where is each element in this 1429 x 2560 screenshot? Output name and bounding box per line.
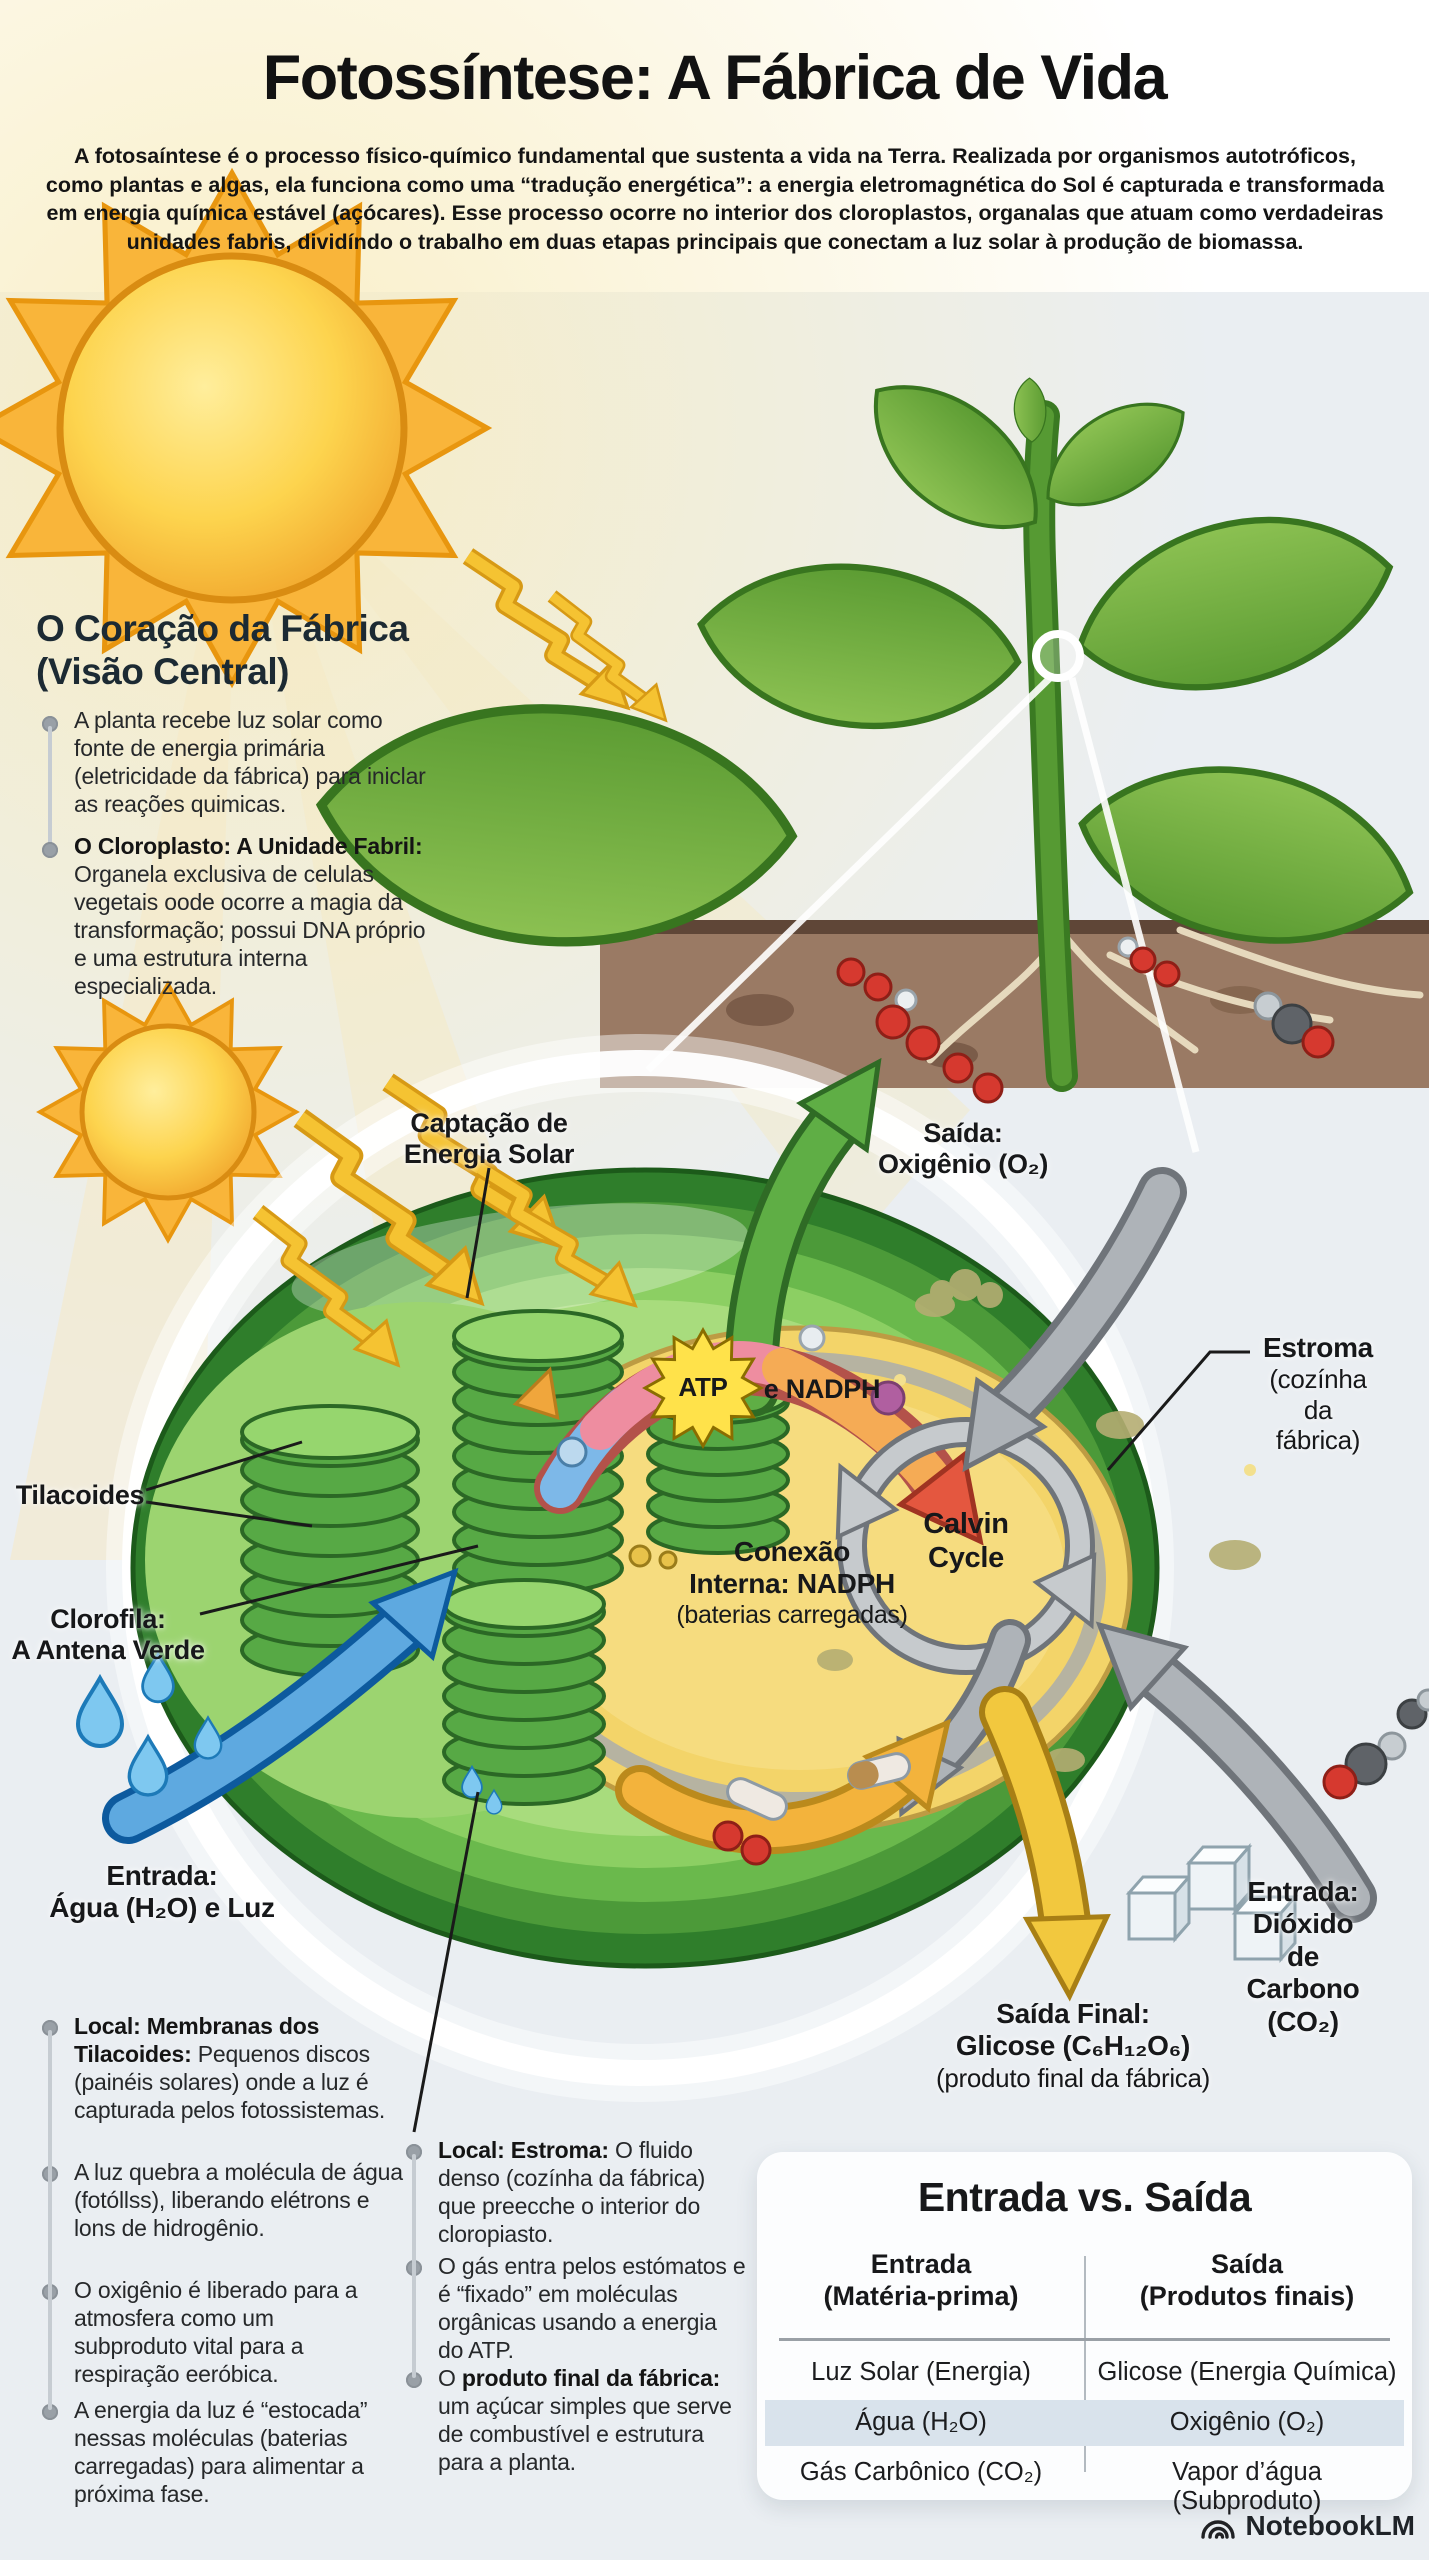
input-output-table: Entrada vs. Saída Entrada(Matéria-prima)…	[757, 2152, 1412, 2515]
table-cell: Luz Solar (Energia)	[811, 2358, 1031, 2386]
left-list-item-2: A luz quebra a molécula de água (fotólls…	[74, 2159, 403, 2242]
lightning-bolts-icon	[252, 548, 680, 1420]
left-list-item-1: Local: Membranas dos Tilacoides: Pequeno…	[74, 2013, 386, 2124]
notebooklm-logo-icon	[1201, 2520, 1236, 2539]
label-chlorophyll: Clorofila:A Antena Verde	[11, 1604, 205, 1666]
label-stroma: Estroma(cozínha da fábrica)	[1263, 1332, 1373, 1455]
molecule-details	[556, 1436, 911, 1866]
bullet-dot	[42, 2404, 58, 2420]
left-list-item-4: A energia da luz é “estocada” nessas mol…	[74, 2397, 368, 2508]
bullet-dot	[42, 2020, 58, 2036]
co2-molecules-icon	[1253, 991, 1429, 1800]
sun-large-icon	[0, 173, 487, 683]
label-oxygen-output: Saída:Oxigênio (O₂)	[877, 1118, 1049, 1180]
water-input-arrow	[102, 1545, 485, 1844]
table-divider	[1084, 2256, 1086, 2472]
bullet-dot	[406, 2144, 422, 2160]
table-highlight-row	[765, 2400, 1404, 2446]
table-title: Entrada vs. Saída	[917, 2174, 1252, 2220]
middle-list-item-3: O produto final da fábrica: um açúcar si…	[438, 2365, 732, 2476]
left-list-item-3: O oxigênio é liberado para a atmosfera c…	[74, 2277, 358, 2388]
page-title: Fotossíntese: A Fábrica de Vida	[262, 43, 1168, 113]
label-glucose-output: Saída Final:Glicose (C₆H₁₂O₆) (produto f…	[935, 1998, 1211, 2093]
bullet-connector	[48, 726, 52, 848]
stroma-specks	[817, 1269, 1261, 1772]
table-cell: Água (H₂O)	[855, 2408, 987, 2436]
bullet-connector	[48, 2030, 52, 2410]
heart-bullet-1: A planta recebe luz solar como fonte de …	[74, 707, 426, 818]
sun-small-icon	[40, 984, 296, 1240]
heart-section-heading: O Coração da Fábrica (Visão Central)	[36, 608, 409, 692]
oxygen-molecules-icon	[836, 936, 1181, 1104]
plant-illustration	[310, 352, 1429, 1092]
table-cell: Oxigênio (O₂)	[1169, 2408, 1325, 2436]
middle-list-item-2: O gás entra pelos estómatos e é “fixado”…	[438, 2253, 746, 2364]
gray-flow-arrows	[871, 1167, 1377, 1923]
notebooklm-wordmark: NotebookLM	[1245, 2510, 1415, 2541]
label-e-nadph: e NADPH	[763, 1374, 881, 1404]
intro-paragraph: A fotosaíntese é o processo físico-quími…	[45, 144, 1385, 254]
calvin-cycle-arrows	[811, 1417, 1120, 1675]
bullet-dot	[42, 716, 58, 732]
heart-bullet-2: O Cloroplasto: A Unidade Fabril: Organel…	[74, 833, 426, 1000]
table-col-header-output: Saída(Produtos finais)	[1139, 2249, 1355, 2312]
yellow-energy-arrows	[615, 1686, 1110, 1997]
label-water-input: Entrada:Água (H₂O) e Luz	[49, 1860, 275, 1924]
table-col-header-input: Entrada(Matéria-prima)	[823, 2249, 1019, 2312]
table-cell: Gás Carbônico (CO₂)	[799, 2458, 1043, 2486]
bullet-dot	[406, 2372, 422, 2388]
label-thylakoids: Tilacoides	[15, 1480, 145, 1510]
bullet-connector	[412, 2154, 416, 2378]
label-atp: ATP	[678, 1372, 728, 1402]
table-cell: Glicose (Energia Química)	[1097, 2358, 1397, 2386]
table-header-rule	[779, 2338, 1390, 2341]
middle-list-item-1: Local: Estroma: O fluido denso (cozínha …	[438, 2137, 706, 2248]
leader-lines	[145, 1167, 1250, 2133]
glucose-cubes-icon	[1125, 1843, 1299, 1963]
table-cell: Vapor d’água (Subproduto)	[1172, 2458, 1322, 2515]
bullet-dot	[42, 842, 58, 858]
notebooklm-attribution: NotebookLM	[1197, 2510, 1415, 2542]
